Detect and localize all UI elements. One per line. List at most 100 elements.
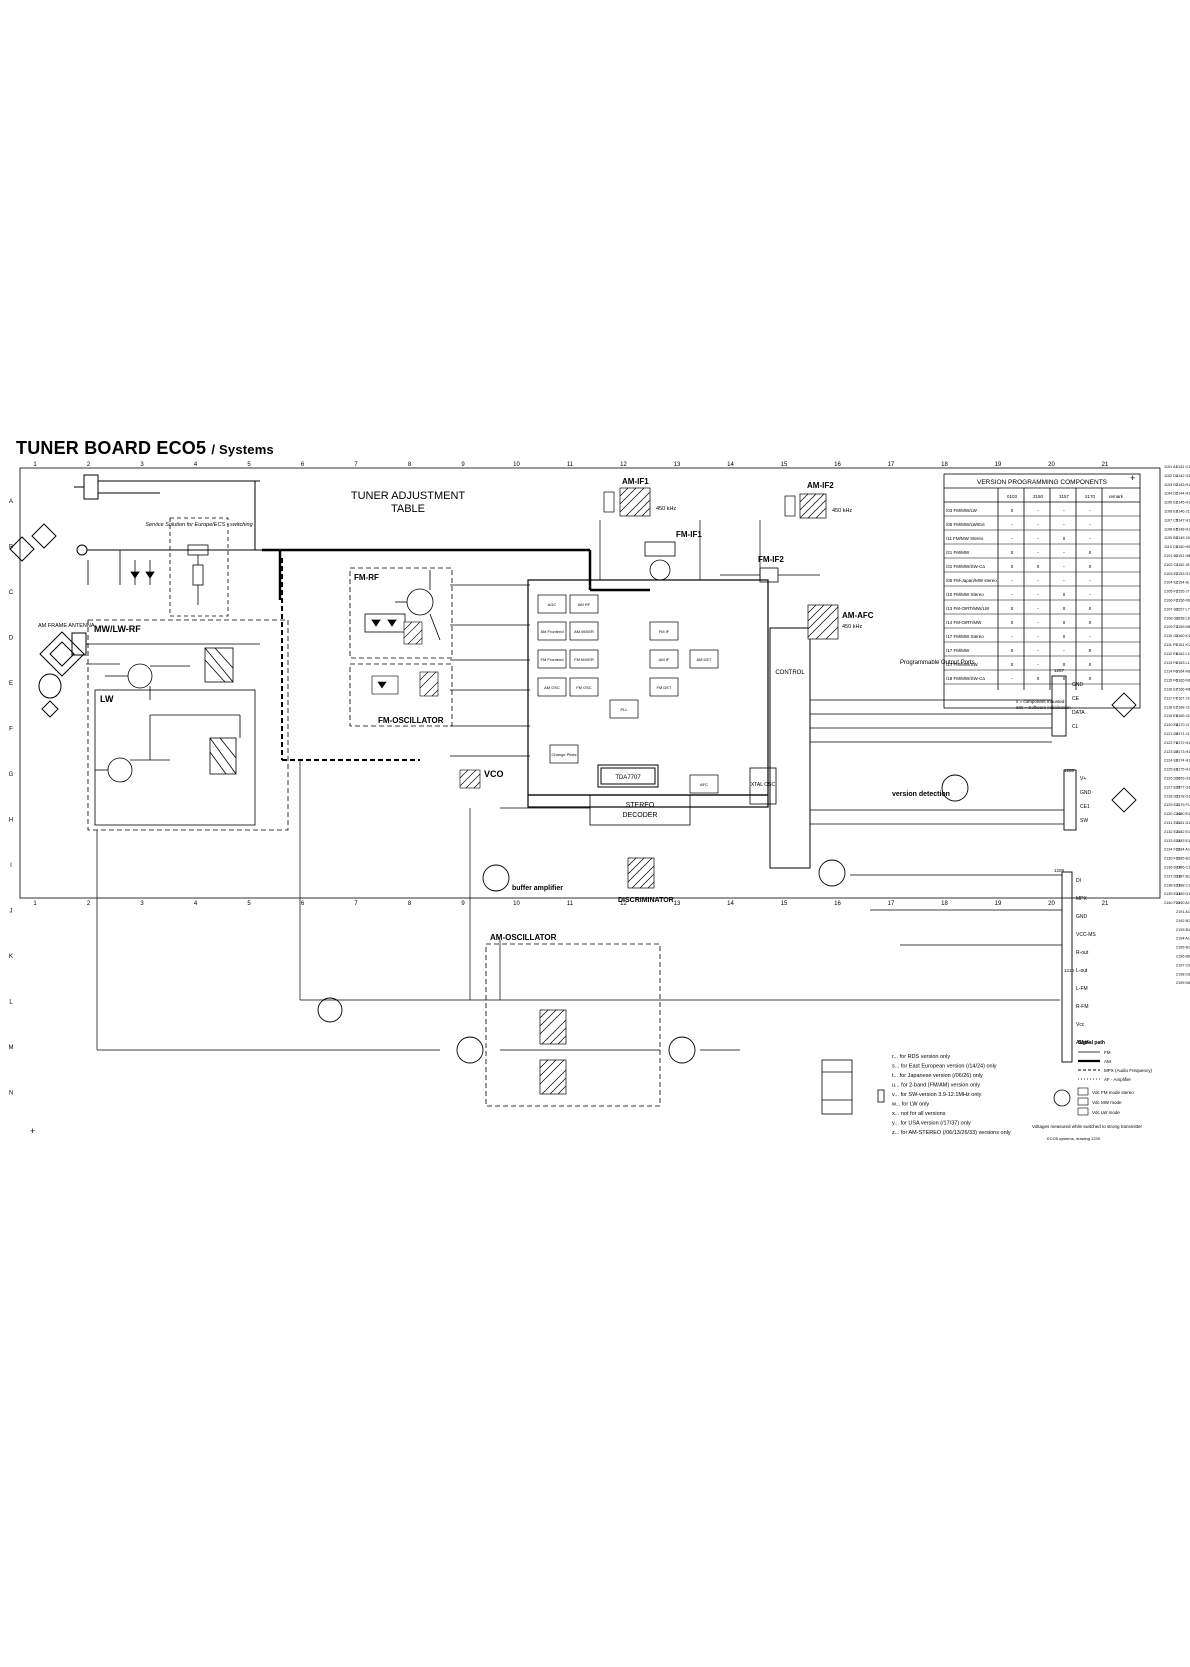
tuner-adjustment-subtitle: TABLE	[391, 503, 425, 515]
am-oscillator-label: AM-OSCILLATOR	[490, 933, 557, 942]
version-table-footnote1: x = component mounted	[1016, 699, 1065, 704]
am-if2-label: AM-IF2	[807, 481, 834, 490]
index-entry: 2142 G14	[1176, 474, 1190, 478]
index-entry: 1110 C5	[1164, 545, 1178, 549]
version-table-cell: x	[1089, 564, 1092, 570]
discriminator-label: DISCRIMINATOR	[618, 897, 674, 904]
connector-ref-label: 1210	[1064, 968, 1075, 973]
version-table-cell: -	[1011, 536, 1013, 542]
ic-block-label: AM MIXER	[574, 629, 594, 634]
grid-col-label: 15	[781, 901, 788, 907]
index-entry: 2149 J10	[1176, 536, 1190, 540]
ic-block-label: AM RF	[578, 602, 591, 607]
index-entry: 2152 J8	[1176, 563, 1190, 567]
version-table-cell: -	[1063, 564, 1065, 570]
index-entry: 2107 G2	[1164, 607, 1179, 611]
am-afc-label: AM-AFC	[842, 611, 874, 620]
index-entry: 2154 I8	[1176, 581, 1189, 585]
grid-row-label: H	[9, 818, 13, 824]
connector-pin-labels: GNDCEDATACLV+GNDCE1SWDIMPXGNDVCC-MSR-out…	[1054, 668, 1096, 1046]
index-entry: 2182 E14	[1176, 830, 1190, 834]
index-entry: 2184 A15	[1176, 848, 1190, 852]
am-frame-antenna-label: AM FRAME ANTENNA	[38, 623, 95, 629]
index-entry: 2161 K11	[1176, 643, 1190, 647]
fm-rf-hatch	[403, 621, 423, 645]
page-title: TUNER BOARD ECO5 / Systems	[16, 438, 274, 458]
index-entry: 2185 B15	[1176, 857, 1190, 861]
connector-pin-label: SW	[1080, 818, 1088, 824]
version-table-cell: -	[1037, 508, 1039, 514]
measure-swatch	[1077, 1087, 1089, 1096]
index-entry: 2199 D8	[1176, 981, 1190, 985]
index-entry: 2153 G7	[1176, 572, 1190, 576]
ic-block	[569, 677, 599, 697]
grid-col-label: 7	[354, 901, 358, 907]
stereo-decoder-block	[589, 794, 691, 826]
lw-block	[94, 689, 256, 826]
index-entry: 2104 E2	[1164, 581, 1178, 585]
grid-col-label: 18	[941, 462, 948, 468]
ic-block-label: AM DET	[696, 657, 712, 662]
index-entry: 2198 C8	[1176, 972, 1190, 976]
version-table-cell: x	[1063, 606, 1066, 612]
version-table-cell: -	[1037, 620, 1039, 626]
version-table-cell: -	[1011, 522, 1013, 528]
fm-oscillator-block	[349, 663, 453, 727]
index-entry: 2177 G16	[1176, 785, 1190, 789]
version-table-row-label: /18 FM/MW/SW-Ca	[946, 676, 985, 681]
index-entry: 2175 H18	[1176, 768, 1190, 772]
grid-row-label: I	[10, 863, 12, 869]
version-table-cell: -	[1011, 676, 1013, 682]
am-if2-filter	[784, 493, 827, 519]
fm-input-diodes	[87, 550, 155, 585]
index-entry: 2114 F6	[1164, 670, 1178, 674]
index-entry: 2118 E7	[1164, 705, 1178, 709]
version-table-cell: -	[1089, 578, 1091, 584]
index-entry: 2173 H18	[1176, 750, 1190, 754]
version-table-cell: -	[1063, 578, 1065, 584]
grid-col-label: 3	[140, 901, 144, 907]
index-entry: 2160 K10	[1176, 634, 1190, 638]
index-entry: 2122 F8	[1164, 741, 1178, 745]
version-table-cell: -	[1011, 634, 1013, 640]
connector-pin-label: GND	[1080, 790, 1092, 796]
grid-col-label: 20	[1048, 462, 1055, 468]
control-label: CONTROL	[775, 670, 805, 676]
version-table-cell: x	[1011, 564, 1014, 570]
index-entry: 2194 A10	[1176, 937, 1190, 941]
legend-note: z... for AM-STEREO (/06/13/26/33) versio…	[892, 1130, 1011, 1136]
am-oscillator-block	[485, 943, 661, 1107]
xtal-osc	[749, 767, 777, 805]
ic-block	[649, 677, 679, 697]
grid-row-label: L	[9, 1000, 13, 1006]
version-table-cell: x	[1089, 620, 1092, 626]
index-entry: 2117 F7	[1164, 696, 1178, 700]
index-entry: 2126 D10	[1164, 777, 1180, 781]
grid-col-label: 11	[567, 462, 574, 468]
stereo-decoder-label1: STEREO	[626, 802, 655, 809]
am-if1-filter	[603, 487, 651, 517]
version-table-row-label: /03 FM/MW/LW	[946, 508, 978, 513]
index-entry: 2132 E11	[1164, 830, 1180, 834]
legend-note: v... for SW-version 3.9-12.1MHz only	[892, 1092, 982, 1098]
index-entry: 2124 E9	[1164, 759, 1178, 763]
am-frame-antenna	[38, 631, 87, 718]
index-entry: 2150 H9	[1176, 545, 1190, 549]
index-entry: 2135 F12	[1164, 857, 1180, 861]
vco-label: VCO	[484, 769, 504, 779]
grid-col-label: 4	[194, 462, 198, 468]
index-entry: 2176 G16	[1176, 777, 1190, 781]
buffer-amplifier-label: buffer amplifier	[512, 885, 563, 892]
ic-block	[537, 649, 567, 669]
index-entry: 2139 E13	[1164, 892, 1180, 896]
connector-pin-label: DI	[1076, 878, 1081, 884]
index-entry: 2168 J16	[1176, 705, 1190, 709]
index-entry: 2164 M12	[1176, 670, 1190, 674]
am-oscillator-coils	[539, 1009, 567, 1095]
legend-note: t... for Japanese version (/06/26) only	[892, 1073, 983, 1079]
index-entry: 2157 L7	[1176, 607, 1190, 611]
index-entry: 2162 L11	[1176, 652, 1190, 656]
grid-col-label: 5	[247, 462, 251, 468]
